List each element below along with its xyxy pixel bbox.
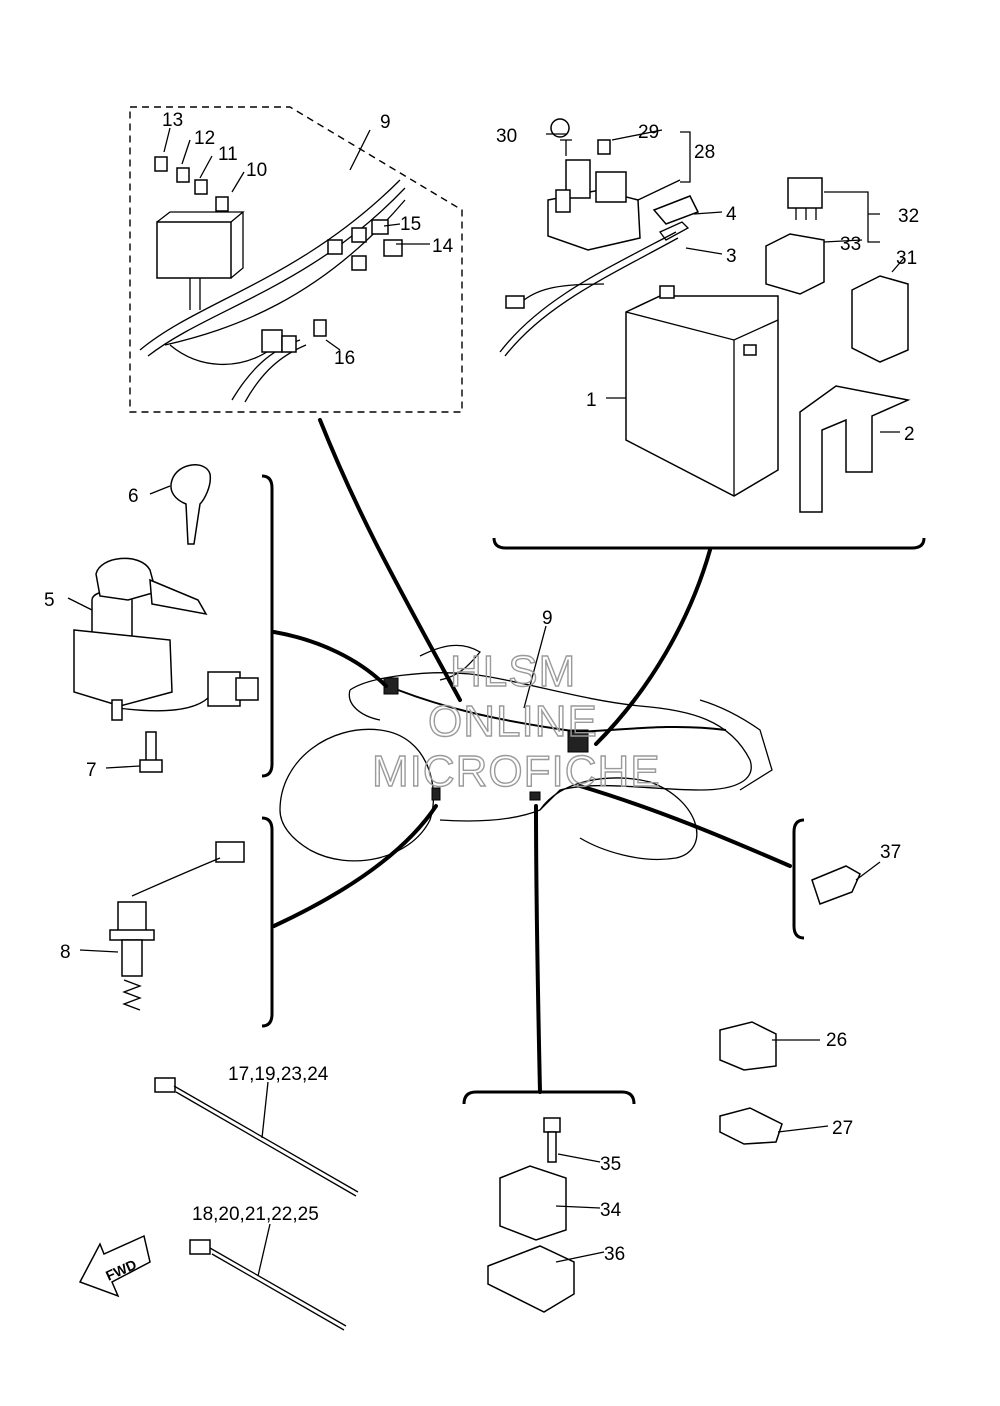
callout-35: 35: [600, 1154, 621, 1175]
leader-battery: [594, 548, 712, 746]
starter-relay: [547, 118, 641, 251]
screw-7: [139, 731, 163, 773]
callout-14: 14: [432, 236, 454, 257]
callout-5: 5: [44, 590, 55, 611]
relays: [765, 177, 909, 363]
callout-28: 28: [694, 142, 715, 163]
callout-16: 16: [334, 348, 355, 369]
callout-9-bike: 9: [542, 608, 553, 629]
cable-tie-long: [154, 1077, 359, 1197]
harness-detail-frame: [129, 106, 463, 413]
callout-30: 30: [496, 126, 517, 147]
clamp-26: [719, 1021, 777, 1071]
wire-harness: [139, 179, 406, 403]
plate-36: [487, 1245, 575, 1313]
main-switch: [73, 557, 259, 721]
watermark-line-1: HLSM: [450, 647, 576, 696]
leader-right: [578, 784, 792, 868]
leader-bottom: [534, 804, 542, 1094]
callout-32: 32: [898, 206, 919, 227]
battery-bracket-line: [492, 537, 926, 550]
battery-cable: [499, 221, 690, 357]
cable-tie-short: [189, 1239, 347, 1331]
bracket-37: [811, 865, 861, 905]
callout-18-20-21-22-25: 18,20,21,22,25: [192, 1204, 319, 1225]
leader-neutral: [272, 804, 438, 928]
callout-13: 13: [162, 110, 183, 131]
callout-29: 29: [638, 122, 659, 143]
leader-harness: [318, 418, 462, 702]
callout-36: 36: [604, 1244, 625, 1265]
clamp-27: [719, 1107, 783, 1145]
callout-4: 4: [726, 204, 737, 225]
callout-17-19-23-24: 17,19,23,24: [228, 1064, 329, 1085]
fwd-arrow-icon: FWD: [78, 1234, 151, 1298]
fuses: [154, 156, 229, 212]
callout-1: 1: [586, 390, 597, 411]
callout-labels: 1 2 3 4 5 6 7 8 9 9 10 11 12 13 14 15 16…: [44, 110, 919, 1265]
battery-band: [799, 385, 911, 513]
watermark-line-3: MICROFICHE: [372, 747, 661, 796]
right-bracket: [792, 818, 805, 940]
bottom-bracket: [462, 1090, 636, 1105]
bolt-35: [543, 1117, 561, 1163]
callout-2: 2: [904, 424, 915, 445]
callout-15: 15: [400, 214, 421, 235]
callout-31: 31: [896, 248, 917, 269]
callout-3: 3: [726, 246, 737, 267]
neutral-switch: [109, 841, 245, 1011]
battery-cover: [652, 195, 700, 225]
harness-run: [397, 689, 727, 734]
callout-leaders: [67, 127, 905, 1277]
key: [170, 464, 212, 545]
callout-27: 27: [832, 1118, 853, 1139]
callout-8: 8: [60, 942, 71, 963]
watermark-line-2: ONLINE: [428, 697, 598, 746]
leader-main-switch: [272, 630, 388, 688]
callout-11: 11: [218, 144, 238, 165]
left-bracket-upper: [261, 474, 274, 778]
watermark: HLSM ONLINE MICROFICHE: [371, 646, 661, 796]
callout-9-harness: 9: [380, 112, 391, 133]
callout-33: 33: [840, 234, 861, 255]
callout-6: 6: [128, 486, 139, 507]
callout-37: 37: [880, 842, 901, 863]
callout-7: 7: [86, 760, 97, 781]
sensor-34: [499, 1165, 567, 1241]
callout-12: 12: [194, 128, 215, 149]
callout-26: 26: [826, 1030, 847, 1051]
battery: [625, 285, 779, 497]
callout-10: 10: [246, 160, 267, 181]
callout-34: 34: [600, 1200, 622, 1221]
left-bracket-lower: [261, 816, 274, 1028]
